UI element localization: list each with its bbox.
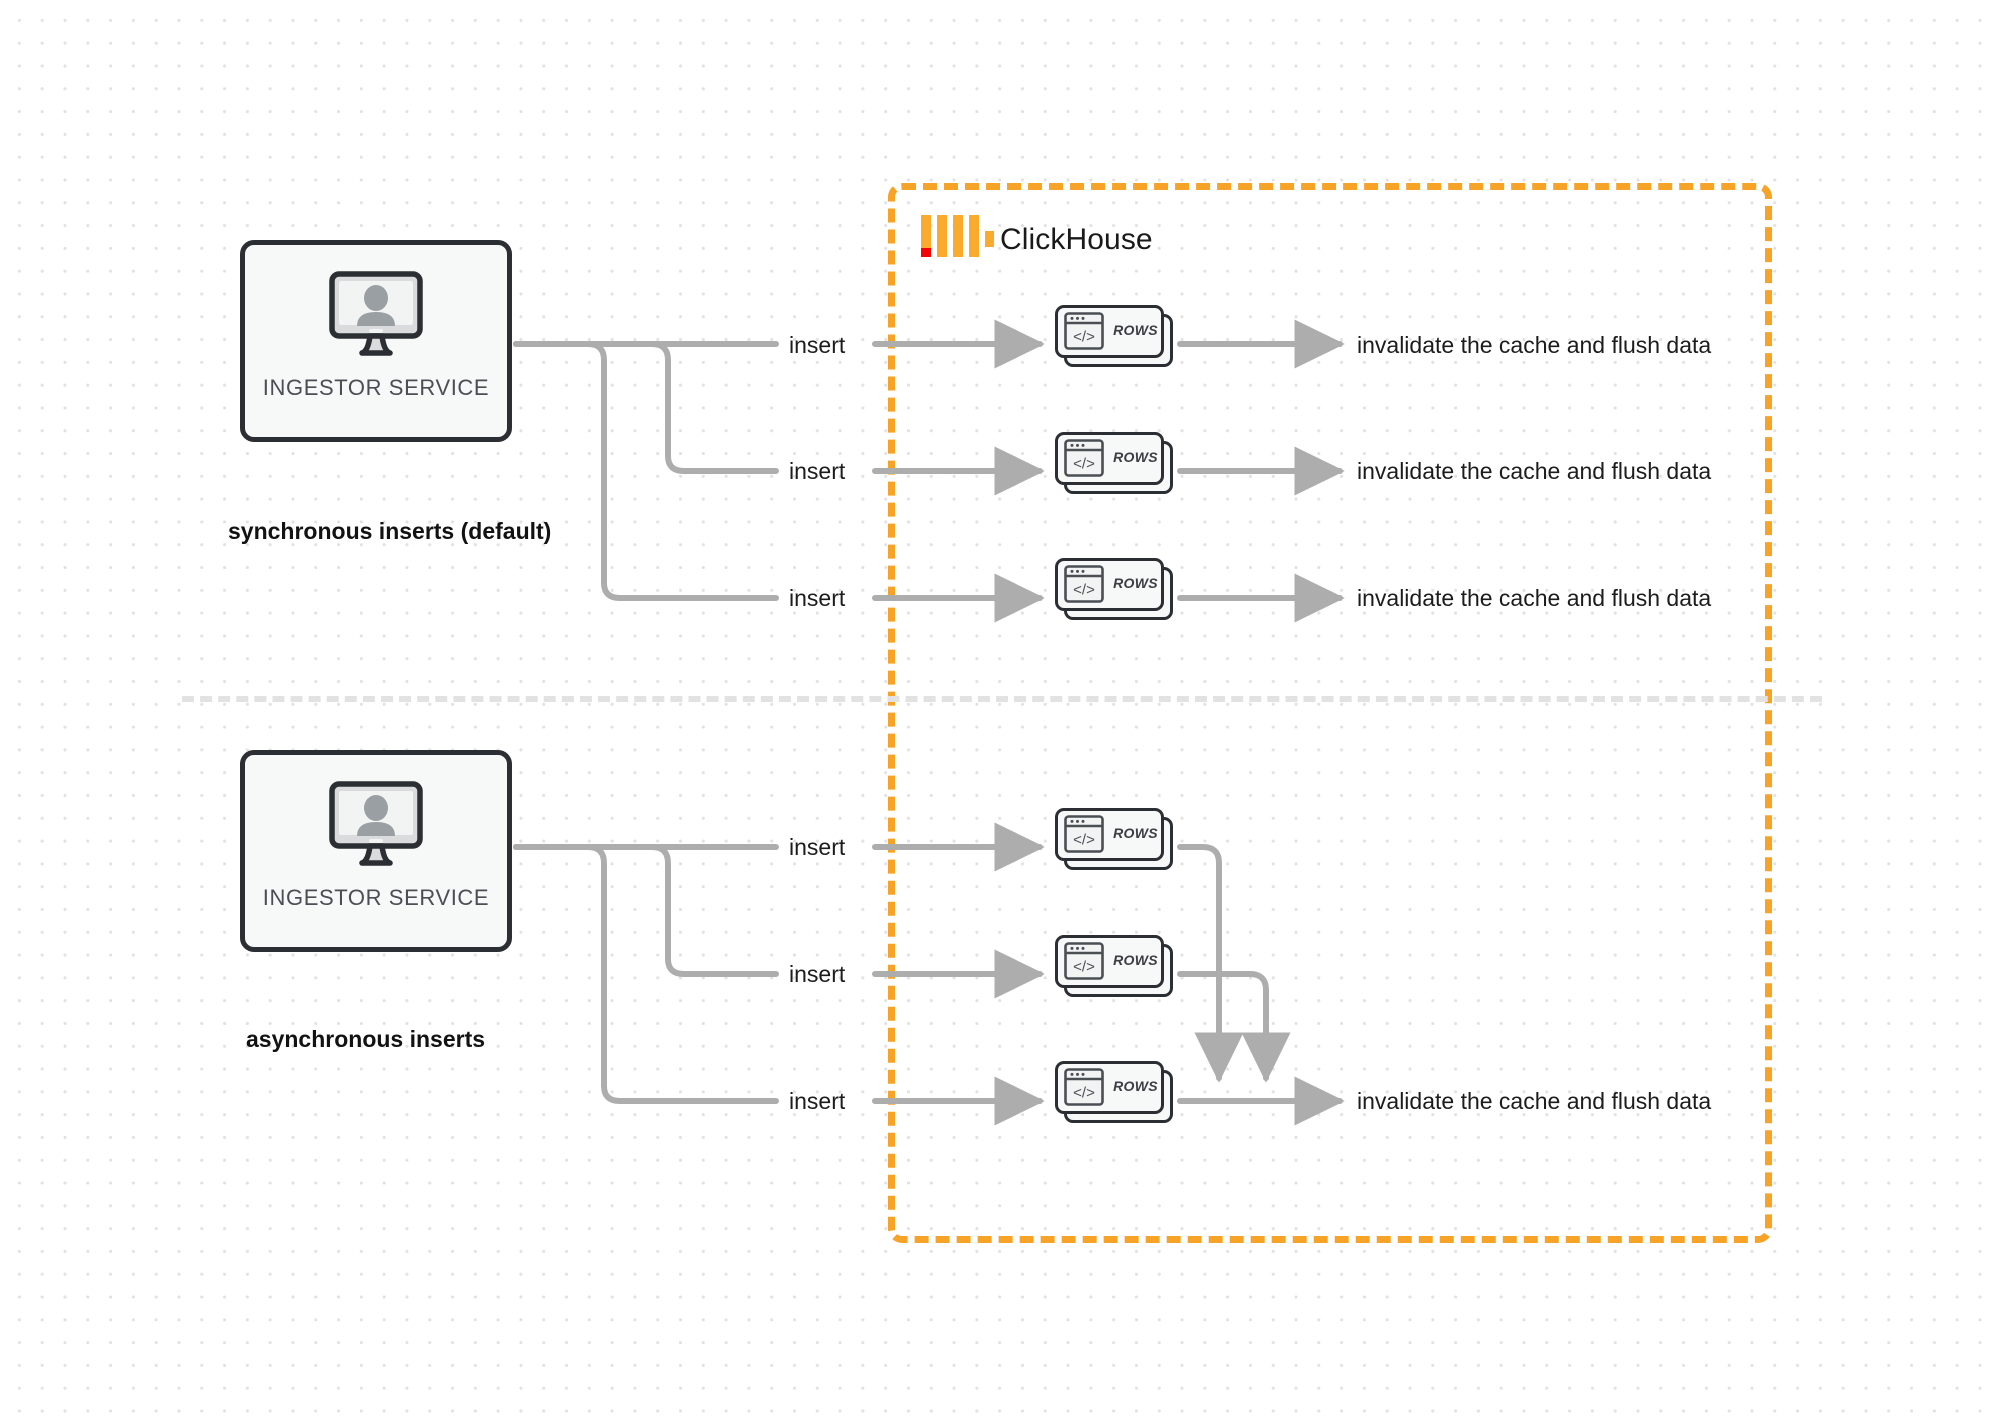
rows-node-async-3[interactable]: </> ROWS (1055, 1061, 1173, 1123)
rows-node-text: ROWS (1113, 575, 1158, 591)
rows-node-text: ROWS (1113, 1078, 1158, 1094)
code-window-icon: </> (1064, 312, 1104, 350)
rows-node-text: ROWS (1113, 952, 1158, 968)
monitor-user-icon (329, 781, 423, 866)
edge-label-insert-sync-1: insert (789, 332, 846, 358)
logo-tail-bar (985, 231, 994, 247)
logo-bar-4 (969, 215, 979, 257)
logo-bar-2 (937, 215, 947, 257)
wire-async-trunk-3 (513, 844, 779, 1104)
rows-node-text: ROWS (1113, 449, 1158, 465)
section-divider (182, 696, 1822, 702)
logo-red-square (921, 248, 931, 257)
svg-text:</>: </> (1073, 832, 1095, 849)
monitor-user-icon (329, 271, 423, 356)
logo-bar-1 (921, 215, 931, 257)
code-window-icon: </> (1064, 815, 1104, 853)
caption-synchronous: synchronous inserts (default) (228, 518, 552, 544)
rows-node-text: ROWS (1113, 322, 1158, 338)
rows-node-sync-3[interactable]: </> ROWS (1055, 558, 1173, 620)
wire-sync-trunk-2 (513, 341, 779, 474)
wire-async-trunk-2 (513, 844, 779, 977)
svg-text:</>: </> (1073, 329, 1095, 346)
edge-label-insert-async-3: insert (789, 1088, 846, 1114)
ingestor-service-label-sync: INGESTOR SERVICE (262, 375, 490, 400)
edge-label-insert-sync-2: insert (789, 458, 846, 484)
result-label-sync-3: invalidate the cache and flush data (1357, 585, 1712, 611)
code-window-icon: </> (1064, 439, 1104, 477)
clickhouse-region-boundary (888, 183, 1772, 1243)
rows-node-async-1[interactable]: </> ROWS (1055, 808, 1173, 870)
edge-label-insert-async-2: insert (789, 961, 846, 987)
rows-node-sync-1[interactable]: </> ROWS (1055, 305, 1173, 367)
ingestor-service-sync[interactable]: INGESTOR SERVICE (240, 240, 512, 442)
svg-text:</>: </> (1073, 959, 1095, 976)
edge-label-insert-async-1: insert (789, 834, 846, 860)
code-window-icon: </> (1064, 942, 1104, 980)
edge-label-insert-sync-3: insert (789, 585, 846, 611)
result-label-sync-2: invalidate the cache and flush data (1357, 458, 1712, 484)
logo-bar-3 (953, 215, 963, 257)
code-window-icon: </> (1064, 1068, 1104, 1106)
wire-sync-trunk-3 (513, 341, 779, 601)
rows-node-text: ROWS (1113, 825, 1158, 841)
code-window-icon: </> (1064, 565, 1104, 603)
svg-text:</>: </> (1073, 1085, 1095, 1102)
rows-node-sync-2[interactable]: </> ROWS (1055, 432, 1173, 494)
ingestor-service-label-async: INGESTOR SERVICE (262, 885, 490, 910)
svg-text:</>: </> (1073, 456, 1095, 473)
result-label-async-merged: invalidate the cache and flush data (1357, 1088, 1712, 1114)
caption-asynchronous: asynchronous inserts (246, 1026, 486, 1052)
svg-text:</>: </> (1073, 582, 1095, 599)
result-label-sync-1: invalidate the cache and flush data (1357, 332, 1712, 358)
clickhouse-logo (921, 215, 994, 261)
ingestor-service-async[interactable]: INGESTOR SERVICE (240, 750, 512, 952)
rows-node-async-2[interactable]: </> ROWS (1055, 935, 1173, 997)
clickhouse-label: ClickHouse (1000, 223, 1153, 256)
